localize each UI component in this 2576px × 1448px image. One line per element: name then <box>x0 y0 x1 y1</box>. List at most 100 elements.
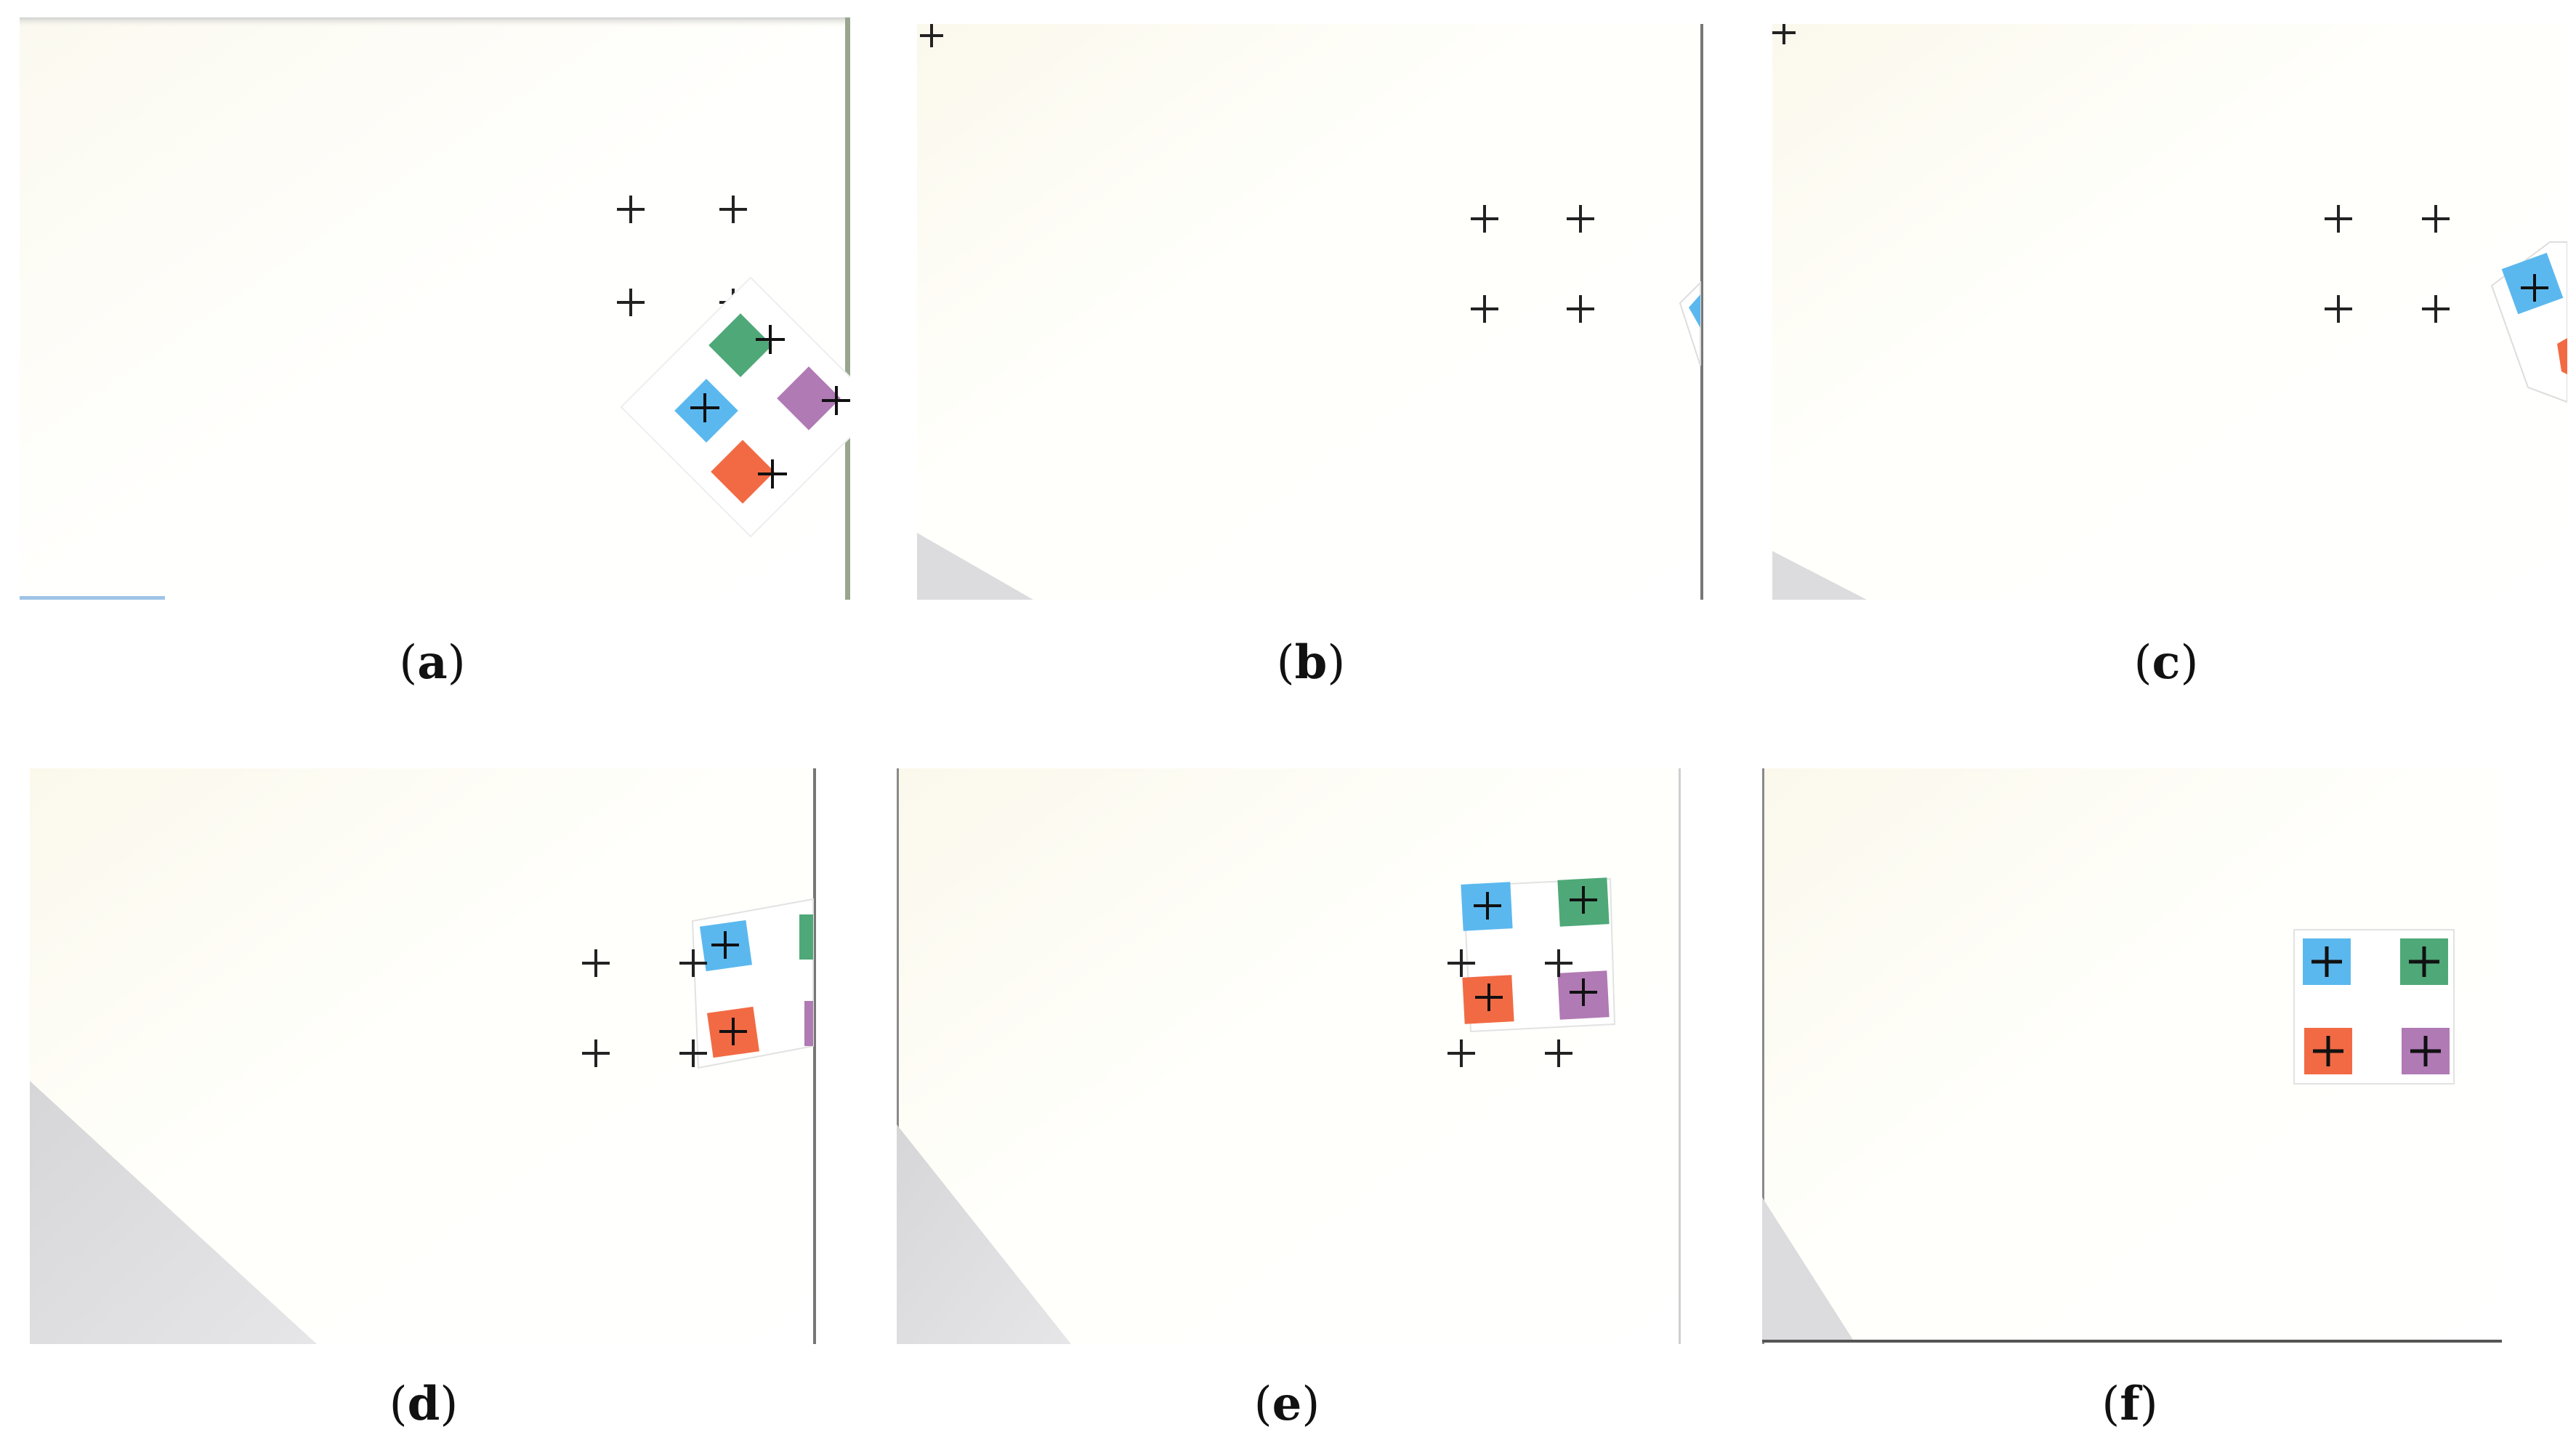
background <box>1772 24 2567 600</box>
marker-crosshairs <box>711 931 747 1045</box>
background <box>20 17 850 600</box>
target-cross-icon <box>2325 205 2352 233</box>
target-cross-icon <box>582 1039 610 1067</box>
bottom-edge-line <box>20 596 165 600</box>
right-edge-line <box>1679 768 1681 1344</box>
marker-cross-icon <box>822 386 850 415</box>
target-crosshairs <box>1772 24 2450 323</box>
marker-board-partial <box>2490 241 2567 403</box>
photo-panel-e <box>897 768 1682 1344</box>
caption-c: (c) <box>2133 635 2199 690</box>
marker-cross-icon <box>1474 892 1501 920</box>
marker-cross-icon <box>1570 978 1597 1006</box>
target-cross-icon <box>582 949 610 977</box>
marker-cross-icon <box>2311 946 2342 977</box>
target-cross-icon <box>679 949 707 977</box>
marker-board-partial <box>691 898 814 1069</box>
caption-a: (a) <box>399 635 466 690</box>
background <box>897 768 1682 1344</box>
marker-card <box>620 276 850 538</box>
marker-crosshairs <box>690 325 850 488</box>
marker-cross-icon <box>719 1018 747 1045</box>
target-crosshairs <box>920 24 1594 323</box>
caption-label: c <box>2152 635 2181 690</box>
target-crosshairs <box>582 949 707 1067</box>
marker-board-partial <box>1679 281 1701 366</box>
table-shadow <box>30 1081 317 1344</box>
marker-board <box>2293 929 2455 1085</box>
target-cross-icon <box>1545 949 1572 977</box>
photo-panel-d <box>30 768 817 1344</box>
colored-markers <box>674 313 841 504</box>
photo-panel-c <box>1772 24 2567 600</box>
target-cross-icon <box>679 1039 707 1067</box>
marker-crosshairs <box>1474 886 1597 1011</box>
table-shadow <box>1762 1197 1853 1340</box>
marker-cross-icon <box>756 325 785 354</box>
target-cross-icon <box>1471 295 1498 323</box>
photo-a <box>20 17 850 600</box>
right-edge-line <box>813 768 816 1344</box>
target-cross-icon <box>1471 205 1498 233</box>
target-cross-icon <box>2422 295 2450 323</box>
green-marker-square <box>799 914 813 960</box>
marker-cross-icon <box>2521 274 2548 302</box>
left-edge-line <box>897 768 899 1344</box>
photo-f <box>1762 768 2502 1344</box>
marker-cross-icon <box>2410 1036 2441 1066</box>
target-cross-icon <box>1545 1039 1572 1067</box>
right-edge-line <box>1700 24 1703 600</box>
photo-c <box>1772 24 2567 600</box>
photo-d <box>30 768 817 1344</box>
target-cross-icon <box>719 196 747 223</box>
photo-panel-f <box>1762 768 2502 1344</box>
caption-label: f <box>2120 1377 2140 1431</box>
marker-cross-icon <box>1475 984 1503 1011</box>
marker-cross-icon <box>2313 1036 2343 1066</box>
photo-panel-a <box>20 17 850 600</box>
green-marker-square <box>708 313 772 377</box>
table-shadow <box>897 1125 1071 1344</box>
target-cross-icon <box>2422 205 2450 233</box>
caption-e: (e) <box>1253 1377 1320 1431</box>
marker-cross-icon <box>1570 886 1597 914</box>
caption-d: (d) <box>389 1377 459 1431</box>
target-crosshairs <box>1448 949 1572 1067</box>
caption-label: e <box>1272 1377 1302 1431</box>
caption-label: a <box>417 635 448 690</box>
marker-cross-icon <box>690 393 719 422</box>
caption-b: (b) <box>1276 635 1346 690</box>
orange-marker-square <box>2557 338 2567 374</box>
marker-cross-icon <box>711 931 739 959</box>
marker-cross-icon <box>758 459 787 488</box>
target-cross-icon <box>1567 205 1594 233</box>
target-cross-icon <box>617 289 645 316</box>
orange-marker-square <box>711 440 775 504</box>
photo-panel-b <box>917 24 1705 600</box>
target-cross-icon <box>1567 295 1594 323</box>
background <box>917 24 1705 600</box>
purple-marker-square <box>804 1001 813 1046</box>
target-cross-icon <box>1448 1039 1475 1067</box>
origin-cross-icon <box>920 24 943 47</box>
purple-marker-square <box>777 366 841 430</box>
blue-marker-square <box>2501 252 2564 315</box>
target-cross-icon <box>617 196 645 223</box>
caption-label: d <box>407 1377 440 1431</box>
table-shadow <box>917 533 1033 600</box>
blue-marker-square <box>1689 294 1700 328</box>
photo-b <box>917 24 1705 600</box>
target-cross-icon <box>1448 949 1475 977</box>
target-cross-icon <box>2325 295 2352 323</box>
bottom-edge-line <box>1762 1340 2502 1343</box>
left-edge-line <box>1762 768 1764 1344</box>
caption-f: (f) <box>2101 1377 2158 1431</box>
photo-e <box>897 768 1682 1344</box>
marker-cross-icon <box>2409 946 2439 977</box>
caption-label: b <box>1294 635 1328 690</box>
marker-board <box>620 276 850 538</box>
origin-cross-icon <box>1772 24 1796 44</box>
table-shadow <box>1772 551 1867 600</box>
overlapping-crosshairs <box>2311 946 2441 1066</box>
top-edge-shadow <box>20 17 850 28</box>
